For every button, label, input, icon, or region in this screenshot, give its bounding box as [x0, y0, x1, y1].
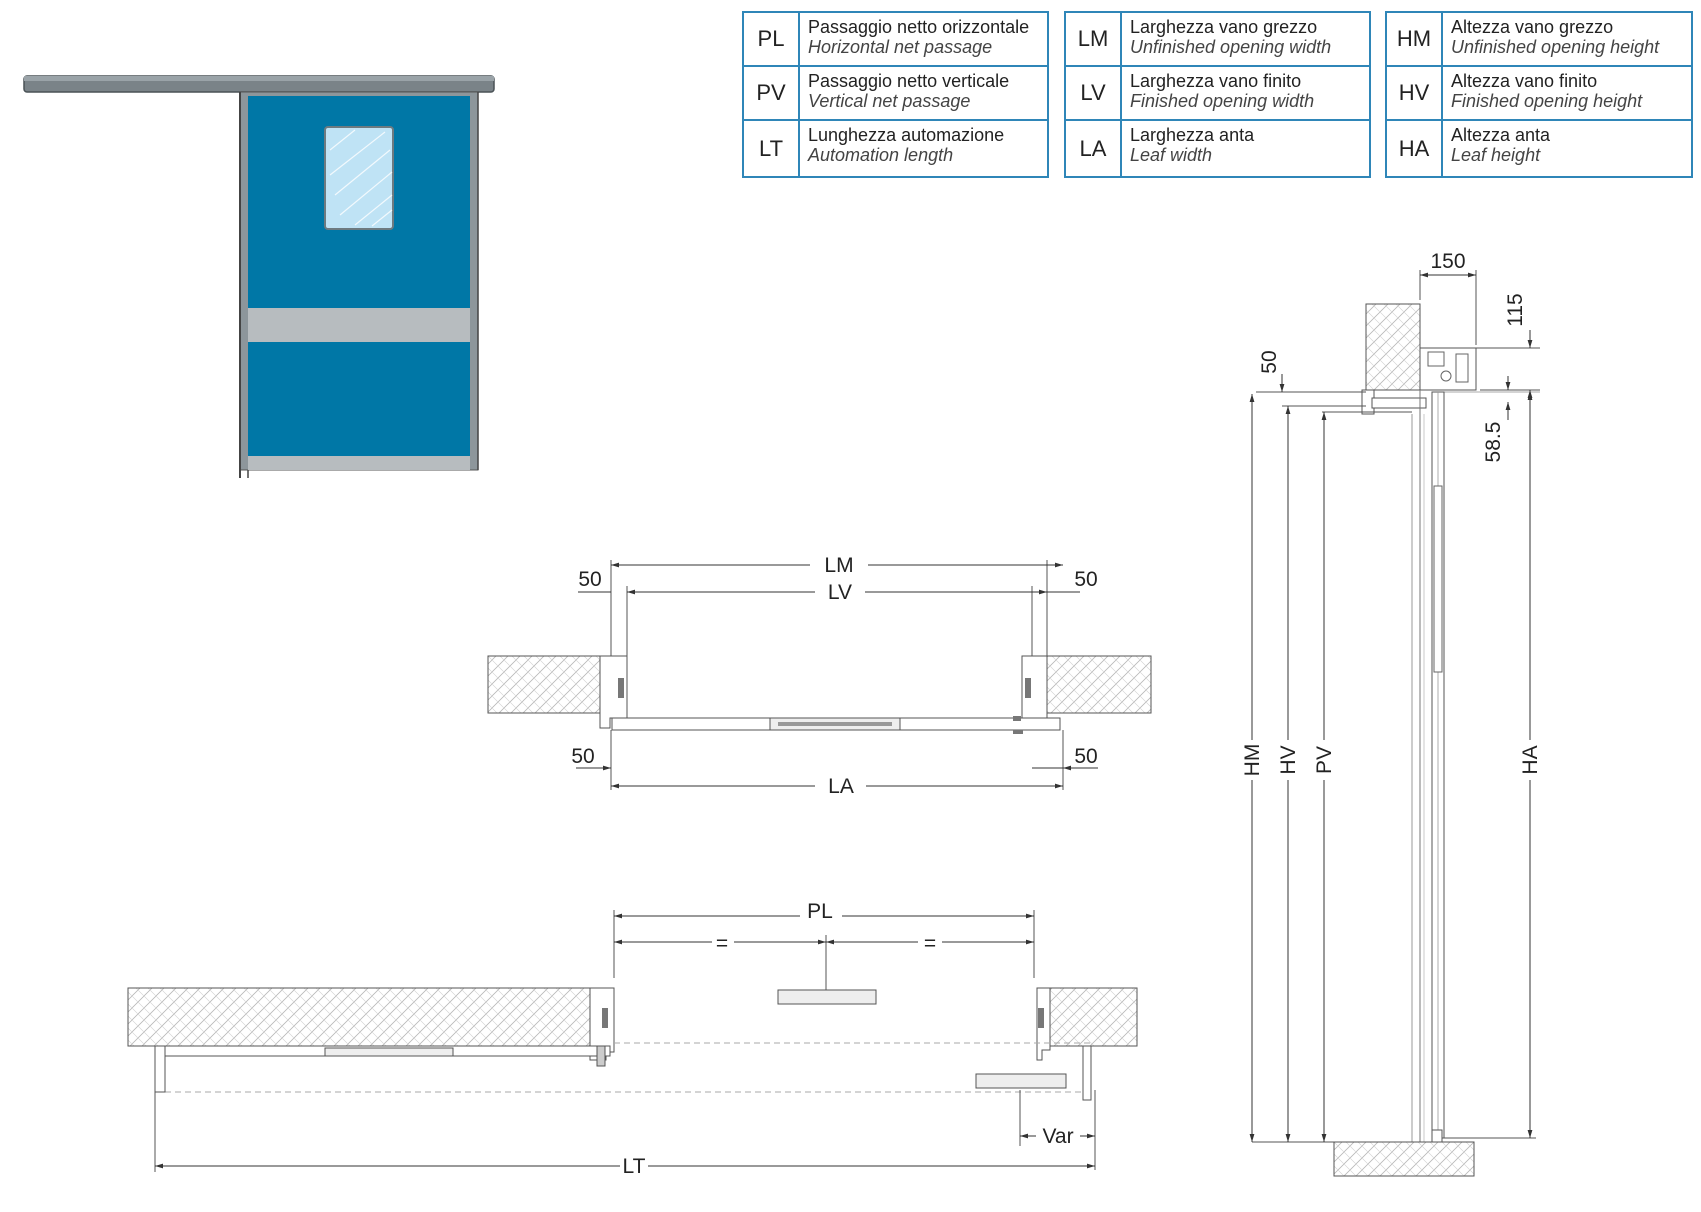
- bottom-band: [248, 456, 470, 470]
- legend-code: LV: [1066, 67, 1122, 119]
- legend-label-it: Passaggio netto orizzontale: [808, 17, 1030, 37]
- plan-view: LM LV 50 50 50 50 LA: [487, 554, 1152, 798]
- dim-eq-left: =: [716, 932, 728, 955]
- legend-label-it: Larghezza anta: [1130, 125, 1255, 145]
- legend-label-en: Leaf height: [1451, 145, 1541, 165]
- dim-pv: PV: [1313, 746, 1336, 774]
- legend-code: HM: [1387, 13, 1443, 65]
- dim-50-section: 50: [1258, 350, 1281, 373]
- vertical-section-view: 150 115 58.5 50 HM HV PV HA: [1241, 250, 1542, 1177]
- wall-left: [487, 655, 601, 714]
- legend-code: LT: [744, 121, 800, 176]
- legend-label-en: Horizontal net passage: [808, 37, 993, 57]
- floor-slab: [1333, 1141, 1475, 1177]
- dim-hm: HM: [1241, 744, 1264, 777]
- dim-lt: LT: [623, 1155, 646, 1178]
- dim-50-top-right: 50: [1074, 568, 1097, 591]
- legend-code: LM: [1066, 13, 1122, 65]
- wall-long-left: [127, 987, 591, 1047]
- legend-label-en: Unfinished opening height: [1451, 37, 1660, 57]
- legend-code: HA: [1387, 121, 1443, 176]
- dim-115: 115: [1504, 293, 1527, 326]
- legend-label-en: Unfinished opening width: [1130, 37, 1332, 57]
- dim-ha: HA: [1519, 745, 1542, 774]
- legend-code: LA: [1066, 121, 1122, 176]
- legend-label-en: Automation length: [808, 145, 954, 165]
- legend-code: HV: [1387, 67, 1443, 119]
- door-elevation: [23, 75, 495, 478]
- legend-label-it: Altezza anta: [1451, 125, 1551, 145]
- legend-label-en: Finished opening width: [1130, 91, 1315, 111]
- legend-code: PL: [744, 13, 800, 65]
- dim-hv: HV: [1277, 745, 1300, 774]
- side-handle: [975, 1073, 1067, 1089]
- dim-50-top-left: 50: [578, 568, 601, 591]
- kick-band: [248, 308, 470, 342]
- dim-150: 150: [1430, 250, 1465, 273]
- legend-label-it: Lunghezza automazione: [808, 125, 1005, 145]
- legend-label-it: Altezza vano grezzo: [1451, 17, 1614, 37]
- automation-plan-view: PL = = Var LT: [127, 900, 1138, 1178]
- legend-label-it: Larghezza vano grezzo: [1130, 17, 1318, 37]
- legend-code: PV: [744, 67, 800, 119]
- header-wall: [1365, 303, 1421, 391]
- wall-right: [1046, 655, 1152, 714]
- vision-window: [324, 126, 394, 230]
- dim-50-bottom-right: 50: [1074, 745, 1097, 768]
- dim-lm: LM: [824, 554, 853, 577]
- dim-var: Var: [1042, 1125, 1073, 1148]
- legend-label-en: Leaf width: [1130, 145, 1213, 165]
- legend-label-en: Vertical net passage: [808, 91, 971, 111]
- dim-50-bottom-left: 50: [571, 745, 594, 768]
- wall-long-right: [1036, 987, 1138, 1047]
- legend-label-it: Larghezza vano finito: [1130, 71, 1302, 91]
- legend-label-en: Finished opening height: [1451, 91, 1643, 111]
- dim-lv: LV: [828, 581, 852, 604]
- dim-eq-right: =: [924, 932, 936, 955]
- center-handle: [777, 989, 877, 1005]
- dim-la: LA: [828, 775, 854, 798]
- dim-58-5: 58.5: [1482, 422, 1505, 463]
- legend-label-it: Altezza vano finito: [1451, 71, 1598, 91]
- legend-label-it: Passaggio netto verticale: [808, 71, 1010, 91]
- dim-pl: PL: [807, 900, 833, 923]
